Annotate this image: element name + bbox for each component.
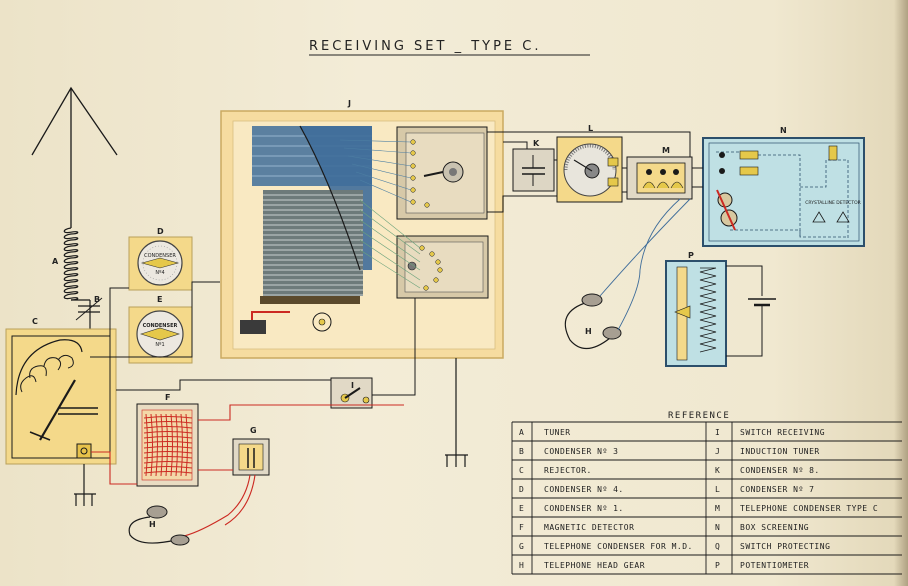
box-screening-n: CRYSTALLINE DETECTOR [702,137,865,247]
label-f: F [165,393,170,402]
reference-label: CONDENSER Nº 4. [544,485,624,494]
reference-key: N [715,523,720,532]
dial-d-text: CONDENSER [144,253,176,259]
condenser-b [75,297,103,321]
reference-key: H [519,561,524,570]
reference-key: I [715,428,720,437]
switch-receiving-i [330,377,373,409]
reference-key: E [519,504,524,513]
condenser-k [512,148,555,192]
reference-table: REFERENCE A TUNER B CONDENSER Nº 3 C REJECTOR… [511,411,902,575]
telephone-condenser-g [232,438,270,476]
label-e: E [157,295,162,304]
dial-e-number: Nº1 [155,342,164,348]
rejector-c [5,328,117,465]
label-c: C [32,317,38,326]
label-d: D [157,227,164,236]
reference-label: TELEPHONE HEAD GEAR [544,561,645,570]
diagram-title: RECEIVING SET _ TYPE C. [309,39,541,54]
label-b: B [94,295,100,304]
reference-key: G [519,542,524,551]
label-i: I [351,381,354,390]
reference-label: INDUCTION TUNER [740,447,820,456]
reference-label: CONDENSER Nº 7 [740,485,814,494]
reference-label: CONDENSER Nº 8. [740,466,820,475]
wiring [90,131,703,396]
condenser-l [556,136,623,203]
reference-label: REJECTOR. [544,466,592,475]
reference-label: SWITCH RECEIVING [740,428,825,437]
induction-tuner-j [220,110,504,359]
label-a: A [52,257,59,266]
reference-label: CONDENSER Nº 3 [544,447,618,456]
label-m: M [662,146,670,155]
reference-key: K [715,466,720,475]
reference-label: BOX SCREENING [740,523,809,532]
reference-label: TUNER [544,428,571,437]
label-g: G [250,426,257,435]
reference-key: P [715,561,720,570]
reference-label: MAGNETIC DETECTOR [544,523,634,532]
reference-key: A [519,428,524,437]
dial-d-number: Nº4 [155,270,164,276]
red-wiring [91,404,404,537]
reference-key: M [715,504,720,513]
earth-left [74,464,96,506]
label-h-bottom: H [149,520,156,529]
reference-key: L [715,485,720,494]
label-k: K [533,139,540,148]
label-j: J [347,99,351,108]
reference-label: TELEPHONE CONDENSER TYPE C [740,504,878,513]
reference-key: C [519,466,524,475]
label-l: L [588,124,593,133]
reference-key: D [519,485,524,494]
potentiometer-p [665,260,776,367]
label-p: P [688,251,694,260]
head-gear-h-right [564,198,691,350]
reference-label: SWITCH PROTECTING [740,542,830,551]
dial-e-text: CONDENSER [143,323,178,329]
condenser-e: CONDENSER Nº1 [128,306,193,364]
label-h-right: H [585,327,592,336]
reference-key: Q [715,542,720,551]
label-n: N [780,126,787,135]
condenser-d: CONDENSER Nº4 [128,236,193,291]
reference-key: B [519,447,524,456]
magnetic-detector-f [136,403,199,487]
reference-label: CONDENSER Nº 1. [544,504,624,513]
earth-right [445,358,468,467]
head-gear-h-bottom [128,505,190,546]
reference-key: F [519,523,524,532]
aerial [31,86,118,228]
reference-label: TELEPHONE CONDENSER FOR M.D. [544,542,693,551]
telephone-condenser-m [626,156,693,200]
reference-heading: REFERENCE [668,411,730,421]
crystalline-detector-text: CRYSTALLINE DETECTOR [805,200,861,206]
reference-key: J [715,447,720,456]
reference-label: POTENTIOMETER [740,561,809,570]
